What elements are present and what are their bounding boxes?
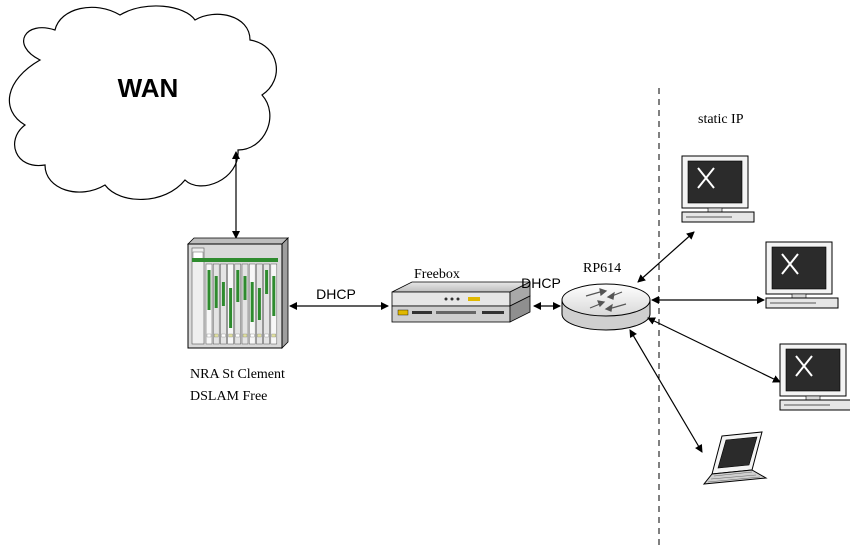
link-label-freebox-router: DHCP: [521, 275, 561, 291]
freebox-device: [391, 281, 531, 323]
freebox-label: Freebox: [414, 267, 460, 282]
link-label-dslam-freebox: DHCP: [316, 286, 356, 302]
workstation-2: [765, 241, 839, 309]
wan-label: WAN: [118, 73, 179, 103]
link-router-pc3: [647, 317, 781, 383]
workstation-1: [681, 155, 755, 223]
dslam-label-line1: NRA St Clement: [190, 367, 285, 382]
wan-cloud: WAN: [8, 5, 277, 201]
dslam-label-line2: DSLAM Free: [190, 389, 267, 404]
dslam-rack: [187, 237, 289, 349]
link-router-laptop: [629, 329, 703, 453]
link-router-pc1: [637, 231, 695, 283]
router-label: RP614: [583, 261, 621, 276]
router-device: [561, 283, 651, 331]
lan-zone-label: static IP: [698, 112, 744, 127]
laptop: [702, 431, 768, 485]
workstation-3: [779, 343, 850, 411]
